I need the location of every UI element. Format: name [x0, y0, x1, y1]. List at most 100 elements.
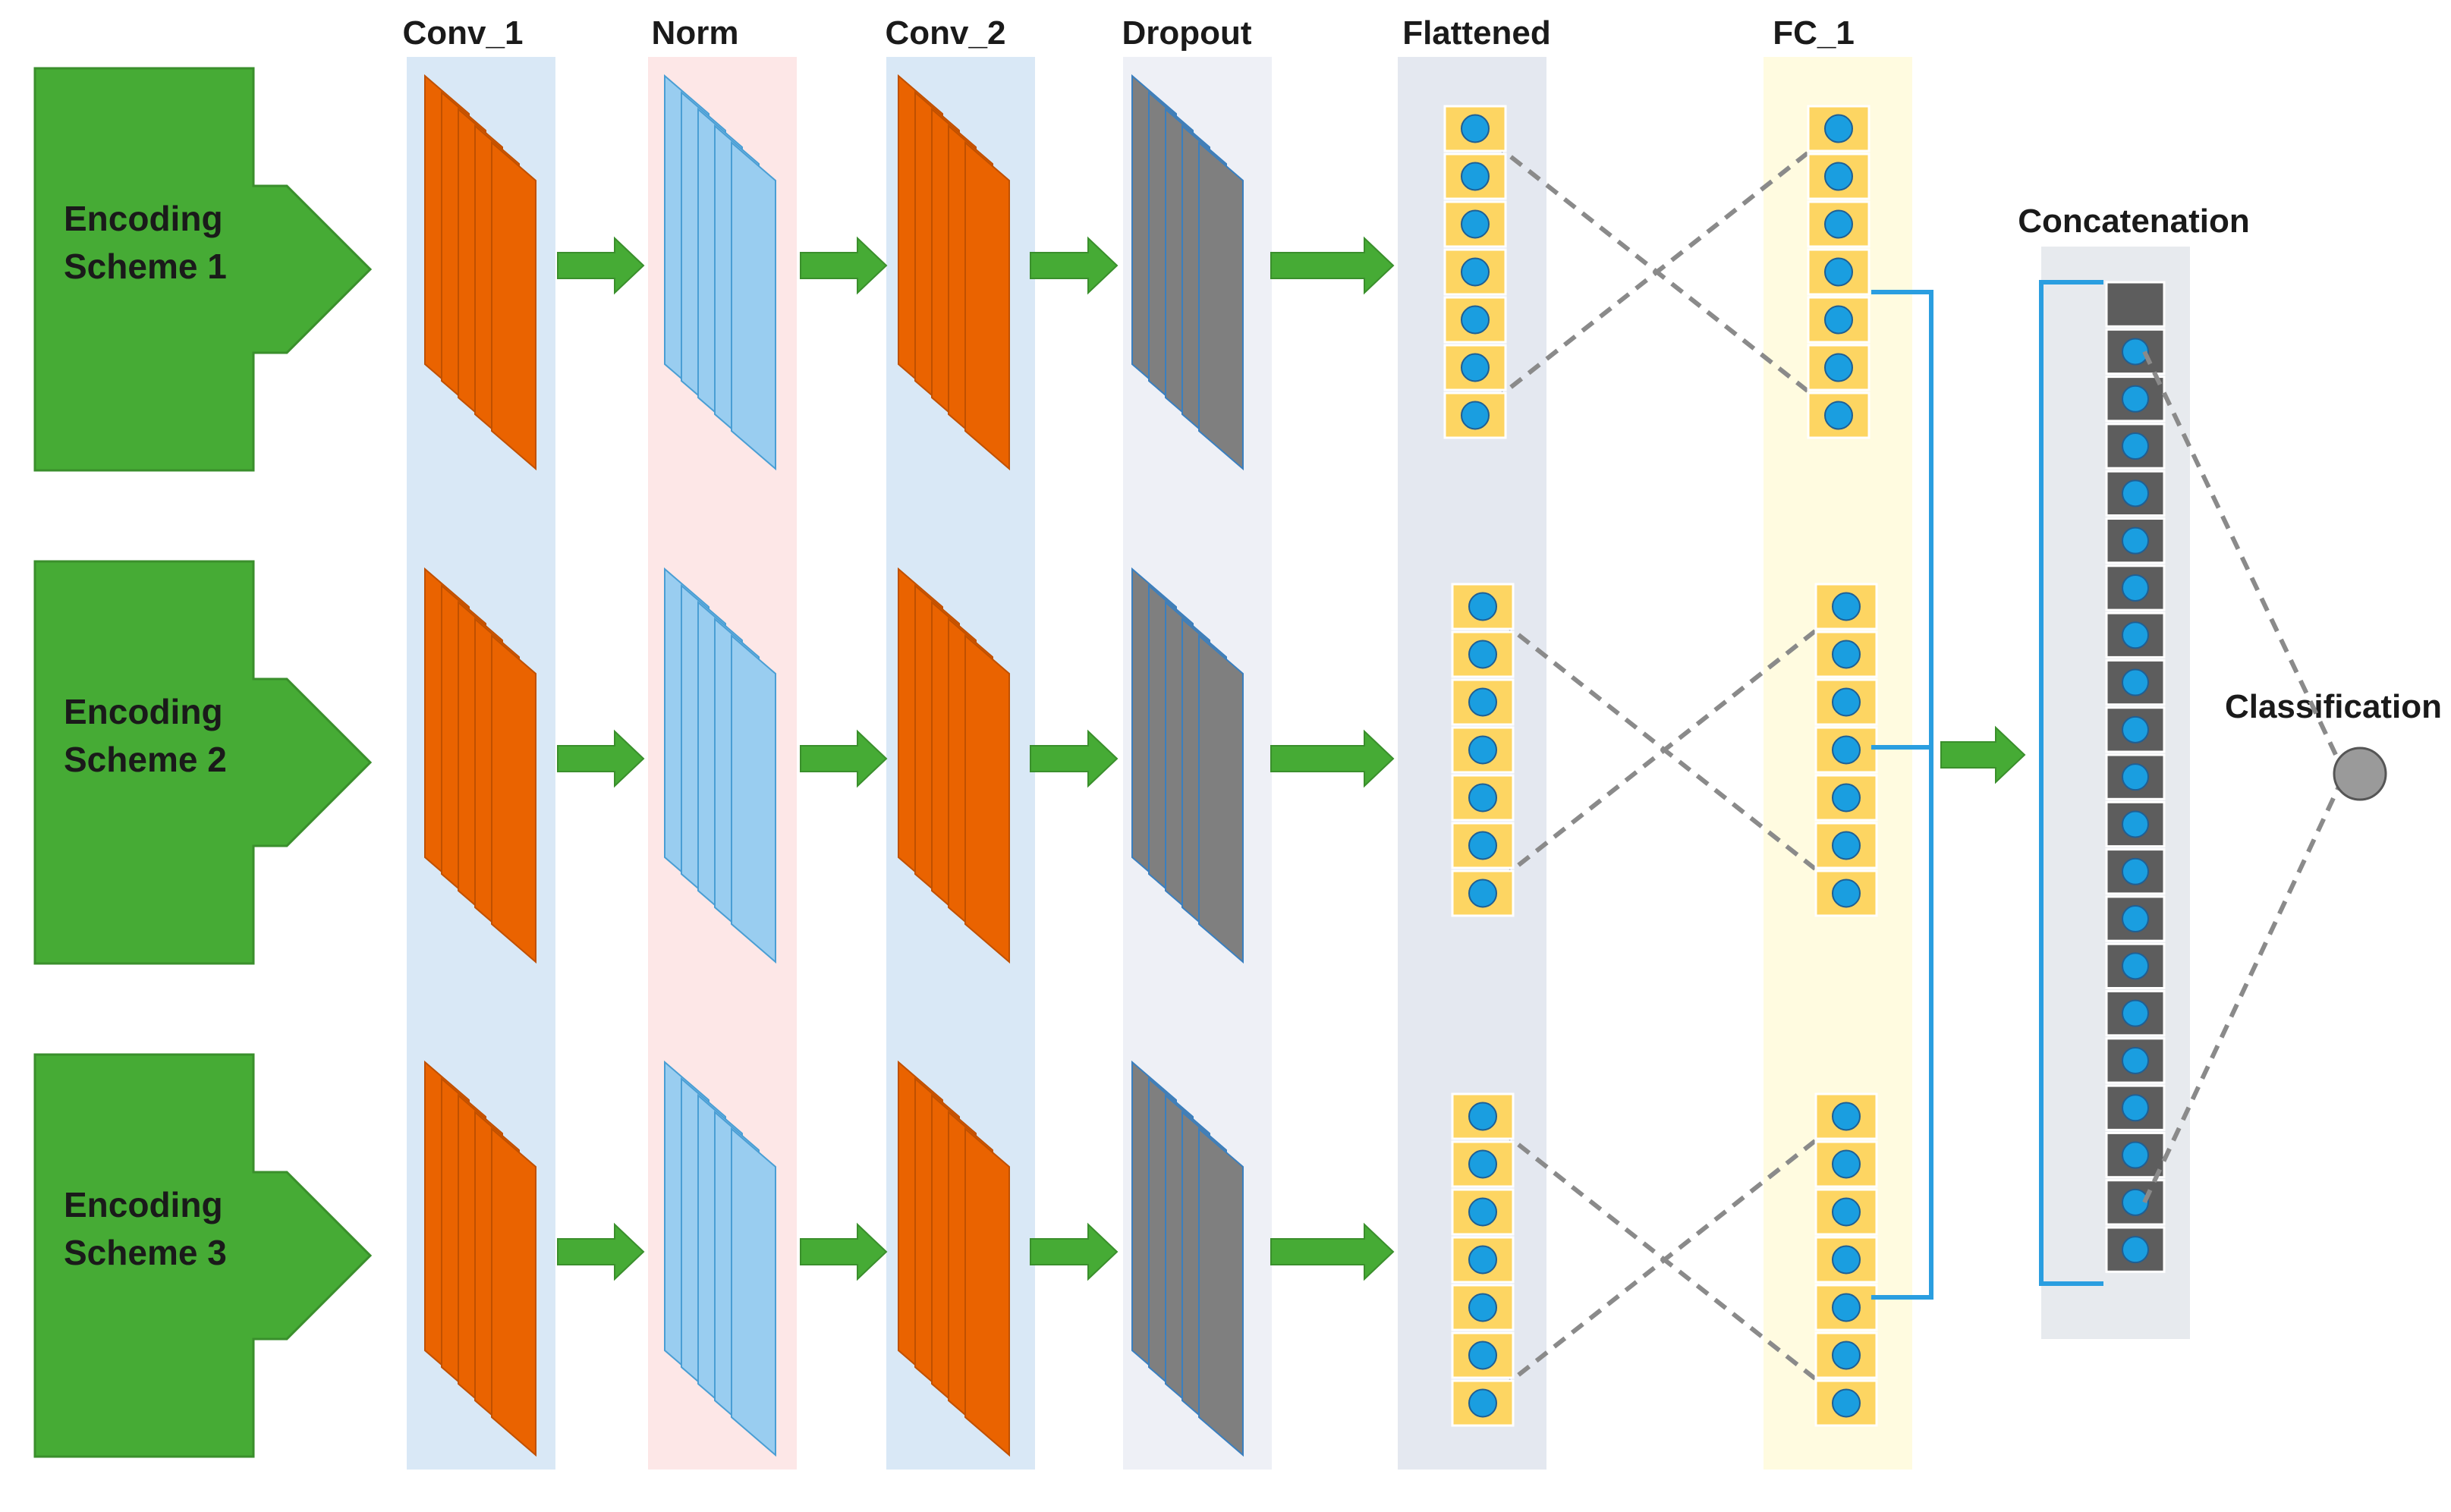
fc1-vector-row3-cell-3 [1814, 1188, 1878, 1236]
fc1-vector-row2-neuron-5 [1832, 783, 1861, 813]
fc1-vector-row3-neuron-3 [1832, 1197, 1861, 1227]
concat-neuron-14 [2122, 905, 2149, 933]
stack-dropout-row1 [1131, 74, 1244, 471]
flattened-vector-row3-neuron-6 [1468, 1341, 1497, 1370]
stack-dropout-row2 [1131, 567, 1244, 964]
feature-map-dropout-r1-5 [1198, 140, 1244, 471]
concat-neuron-5 [2122, 479, 2149, 508]
fc1-vector-row3-cell-4 [1814, 1236, 1878, 1284]
header-dropout: Dropout [1122, 14, 1251, 52]
concat-neuron-13 [2122, 857, 2149, 885]
feature-map-conv2-r3-5 [964, 1127, 1010, 1457]
concat-connectors [1871, 280, 2103, 1300]
flattened-vector-row3-neuron-7 [1468, 1388, 1497, 1418]
flattened-vector-row2-neuron-4 [1468, 735, 1497, 765]
feature-map-conv1-r2-5 [491, 633, 536, 964]
flattened-vector-row2-neuron-1 [1468, 592, 1497, 621]
flattened-vector-row3 [1451, 1092, 1515, 1427]
dense-link-b-row3 [1481, 1114, 1848, 1405]
flattened-vector-row3-neuron-5 [1468, 1293, 1497, 1322]
stack-dropout-row3 [1131, 1060, 1244, 1457]
concat-cell-11 [2105, 753, 2166, 800]
flattened-vector-row3-neuron-2 [1468, 1149, 1497, 1179]
input-3-line2: Scheme 3 [64, 1233, 227, 1272]
fc1-vector-row2-neuron-6 [1832, 831, 1861, 860]
stack-conv2-row3 [898, 1060, 1010, 1457]
concat-neuron-6 [2122, 527, 2149, 555]
fc-bracket [1871, 290, 1933, 1300]
fc1-vector-row1-neuron-2 [1824, 162, 1853, 191]
flattened-vector-row3-neuron-4 [1468, 1245, 1497, 1275]
fc1-vector-row2-neuron-3 [1832, 687, 1861, 717]
arrow-fc-concat [1940, 725, 2026, 784]
classification-output-node [2333, 747, 2387, 801]
classification-link-top [2142, 350, 2347, 775]
concat-neuron-18 [2122, 1094, 2149, 1122]
concat-neuron-19 [2122, 1141, 2149, 1169]
stack-conv1-row2 [424, 567, 536, 964]
classification-link-bottom [2142, 772, 2347, 1204]
flattened-vector-row2-cell-7 [1451, 869, 1515, 917]
stack-norm-row2 [664, 567, 776, 964]
feature-map-conv2-r1-5 [964, 140, 1010, 471]
input-3-line1: Encoding [64, 1185, 223, 1224]
concat-neuron-7 [2122, 574, 2149, 602]
header-conv2: Conv_2 [886, 14, 1006, 52]
input-arrow-3-shape [33, 1053, 373, 1458]
flattened-vector-row2-neuron-6 [1468, 831, 1497, 860]
arrow-conv1-norm-row3 [557, 1222, 645, 1281]
fc1-vector-row2-cell-2 [1814, 630, 1878, 678]
fc1-vector-row2-cell-5 [1814, 774, 1878, 822]
flattened-vector-row1 [1443, 105, 1507, 439]
arrow-dropout-flat-row1 [1270, 236, 1395, 295]
input-1-line1: Encoding [64, 199, 223, 238]
flattened-vector-row1-neuron-2 [1461, 162, 1490, 191]
arrow-conv1-norm-row1 [557, 236, 645, 295]
flattened-vector-row2-neuron-7 [1468, 879, 1497, 908]
header-classification: Classification [2225, 688, 2442, 725]
feature-map-norm-r1-5 [731, 140, 776, 471]
concat-neuron-2 [2122, 338, 2149, 366]
header-flattened: Flattened [1402, 14, 1551, 52]
header-concatenation: Concatenation [2018, 203, 2250, 240]
input-arrows: Encoding Scheme 1 Encoding Scheme 2 Enco… [33, 67, 373, 1458]
flattened-vector-row1-neuron-3 [1461, 209, 1490, 239]
fc1-vector-row1-cell-5 [1807, 296, 1870, 344]
arrow-conv2-dropout-row1 [1030, 236, 1119, 295]
fc1-vector-row1-neuron-3 [1824, 209, 1853, 239]
fc1-vector-row1-neuron-6 [1824, 353, 1853, 382]
concat-neuron-11 [2122, 763, 2149, 791]
fc1-vector-row2-neuron-2 [1832, 640, 1861, 669]
fc1-vector-row2-neuron-1 [1832, 592, 1861, 621]
fc1-vector-row3-neuron-4 [1832, 1245, 1861, 1275]
input-arrow-1-shape [33, 67, 373, 472]
input-arrow-3: Encoding Scheme 3 [33, 1053, 373, 1458]
concat-neuron-10 [2122, 715, 2149, 743]
input-arrow-2-shape [33, 560, 373, 965]
feature-map-conv1-r1-5 [491, 140, 536, 471]
arrow-norm-conv2-row3 [800, 1222, 888, 1281]
stack-conv1-row3 [424, 1060, 536, 1457]
concat-neuron-21 [2122, 1236, 2149, 1264]
input-2-line1: Encoding [64, 692, 223, 731]
fc1-vector-row2-neuron-4 [1832, 735, 1861, 765]
flattened-vector-row3-neuron-1 [1468, 1102, 1497, 1131]
flattened-vector-row1-neuron-7 [1461, 401, 1490, 430]
concat-neuron-9 [2122, 668, 2149, 696]
dense-link-b-row1 [1474, 127, 1840, 417]
input-arrow-1: Encoding Scheme 1 [33, 67, 373, 472]
fc1-vector-row1-neuron-1 [1824, 114, 1853, 143]
fc1-vector-row3-neuron-7 [1832, 1388, 1861, 1418]
fc1-vector-row3-neuron-1 [1832, 1102, 1861, 1131]
stack-conv2-row2 [898, 567, 1010, 964]
fc1-vector-row2-neuron-7 [1832, 879, 1861, 908]
flattened-vector-row1-neuron-4 [1461, 257, 1490, 287]
feature-map-dropout-r2-5 [1198, 633, 1244, 964]
concat-cell-20 [2105, 1179, 2166, 1226]
flattened-vector-row2-neuron-5 [1468, 783, 1497, 813]
header-fc1: FC_1 [1773, 14, 1855, 52]
feature-map-stacks [424, 74, 1244, 1457]
concat-neuron-16 [2122, 999, 2149, 1027]
fc1-vector-row3 [1814, 1092, 1878, 1427]
